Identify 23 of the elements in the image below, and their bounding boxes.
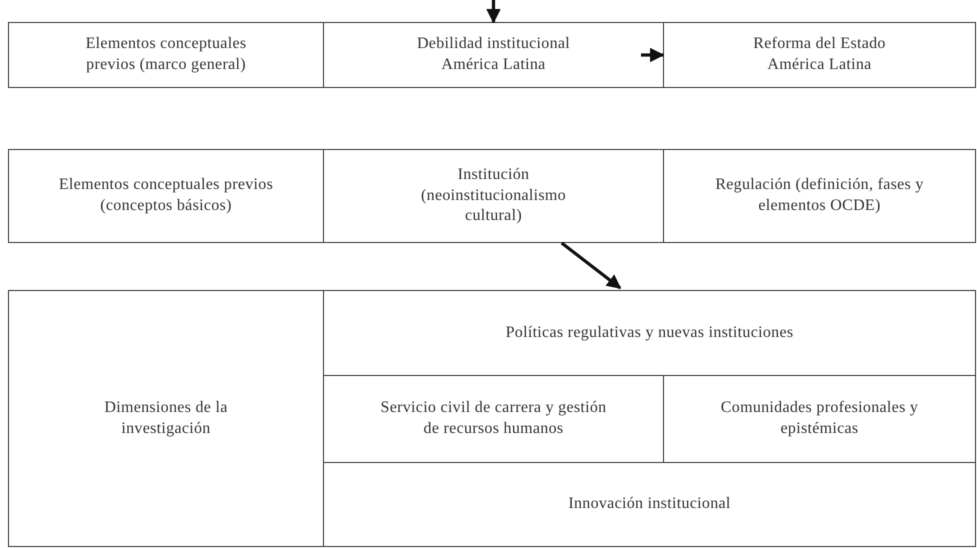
cell-text: Dimensiones de la investigación <box>103 398 229 438</box>
arrow <box>560 242 622 290</box>
cell-text: Reforma del Estado América Latina <box>752 34 887 75</box>
table-cell <box>8 290 324 547</box>
cell-text: Regulación (definición, fases y elementos OCDE) <box>714 175 925 216</box>
cell-text: Políticas regulativas y nuevas instituciones <box>504 322 794 343</box>
cell-text: Innovación institucional <box>567 494 732 514</box>
table-cell <box>663 149 976 243</box>
table-cell <box>8 22 324 88</box>
cell-text: Elementos conceptuales previos (marco general) <box>84 34 248 75</box>
cell-text: Servicio civil de carrera y gestión de recursos humanos <box>380 398 608 439</box>
table-cell <box>323 290 976 376</box>
table-cell <box>663 22 976 88</box>
cell-text: Comunidades profesionales y epistémicas <box>720 398 920 439</box>
cell-text: Elementos conceptuales previos (conceptos básicos) <box>58 175 274 216</box>
table-cell <box>323 462 976 547</box>
table-cell <box>323 149 664 243</box>
cell-text: Debilidad institucional América Latina <box>416 34 572 75</box>
table-cell <box>323 22 664 88</box>
table-cell <box>8 149 324 243</box>
arrow <box>486 0 501 24</box>
arrow <box>641 48 664 62</box>
cell-text: Institución (neoinstitucionalismo cultural) <box>420 164 567 226</box>
